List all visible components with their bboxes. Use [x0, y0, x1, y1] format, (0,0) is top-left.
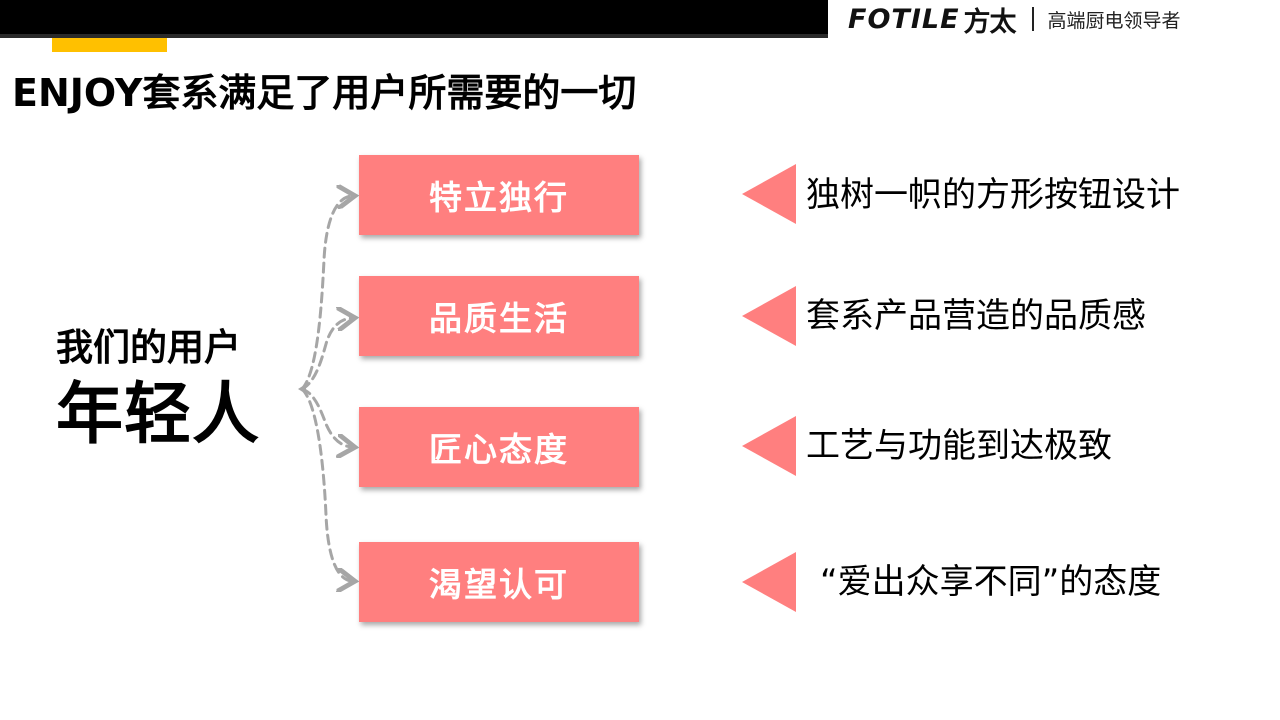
connector-line-2 — [300, 318, 352, 391]
item-desc-1: 独树一帜的方形按钮设计 — [806, 175, 1180, 215]
item-box-4: 渴望认可 — [359, 542, 639, 622]
connector-origin-tip — [298, 384, 306, 394]
slide-title: ENJOY套系满足了用户所需要的一切 — [12, 71, 637, 115]
item-box-1: 特立独行 — [359, 155, 639, 235]
logo-wordmark: FOTILE — [848, 3, 960, 35]
item-desc-4: “爱出众享不同”的态度 — [820, 562, 1162, 602]
item-arrow-2 — [742, 286, 796, 346]
item-arrow-1 — [742, 164, 796, 224]
brand-slogan: 高端厨电领导者 — [1047, 9, 1181, 32]
top-black-bar — [0, 0, 828, 38]
logo-chinese-name: 方太 — [963, 6, 1017, 38]
user-subtitle: 我们的用户 — [56, 326, 241, 369]
item-box-3: 匠心态度 — [359, 407, 639, 487]
user-main-label: 年轻人 — [56, 375, 260, 453]
item-arrow-3 — [742, 416, 796, 476]
connector-line-3 — [300, 387, 352, 447]
item-desc-3: 工艺与功能到达极致 — [806, 426, 1112, 466]
connector-line-1 — [300, 196, 352, 391]
connector-line-4 — [300, 387, 352, 581]
item-arrow-4 — [742, 552, 796, 612]
brand-logo: FOTILE 方太 高端厨电领导者 — [848, 3, 1181, 38]
top-bar-underline — [0, 34, 828, 38]
item-box-2: 品质生活 — [359, 276, 639, 356]
logo-divider — [1031, 7, 1034, 31]
item-desc-2: 套系产品营造的品质感 — [806, 296, 1146, 336]
yellow-accent-bar — [52, 38, 167, 52]
user-block: 我们的用户 年轻人 — [56, 322, 296, 454]
